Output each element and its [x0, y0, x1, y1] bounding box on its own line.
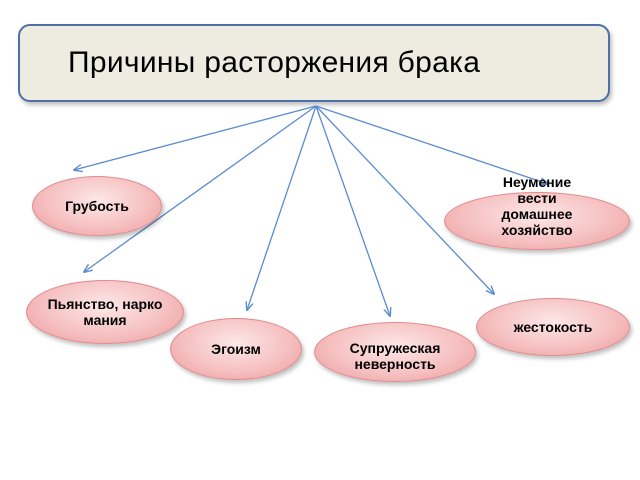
arrow-to-zhestokost: [315, 105, 494, 294]
arrow-to-pyanstvo: [84, 105, 317, 272]
arrow-to-izmena: [315, 105, 390, 316]
title-box: Причины расторжения брака: [18, 24, 610, 102]
diagram-title: Причины расторжения брака: [68, 46, 481, 79]
node-izmena-label: Супружеская неверность: [349, 340, 441, 372]
node-grubost: Грубость: [32, 176, 162, 236]
arrow-to-neumenie: [315, 105, 548, 184]
node-egoizm: Эгоизм: [170, 318, 302, 380]
arrow-to-egoizm: [247, 105, 317, 310]
node-izmena: Супружеская неверность: [314, 322, 476, 382]
node-pyanstvo: Пьянство, наркомания: [26, 280, 184, 344]
node-neumenie-label: Неумение вести домашнее хозяйство: [501, 174, 573, 238]
node-zhestokost: жестокость: [476, 298, 630, 356]
node-pyanstvo-label: Пьянство, наркомания: [47, 296, 163, 328]
node-zhestokost-label: жестокость: [513, 319, 593, 335]
node-grubost-label: Грубость: [65, 198, 129, 214]
node-egoizm-label: Эгоизм: [211, 341, 261, 357]
arrow-to-grubost: [74, 105, 317, 170]
node-neumenie: Неумение вести домашнее хозяйство: [444, 174, 630, 250]
